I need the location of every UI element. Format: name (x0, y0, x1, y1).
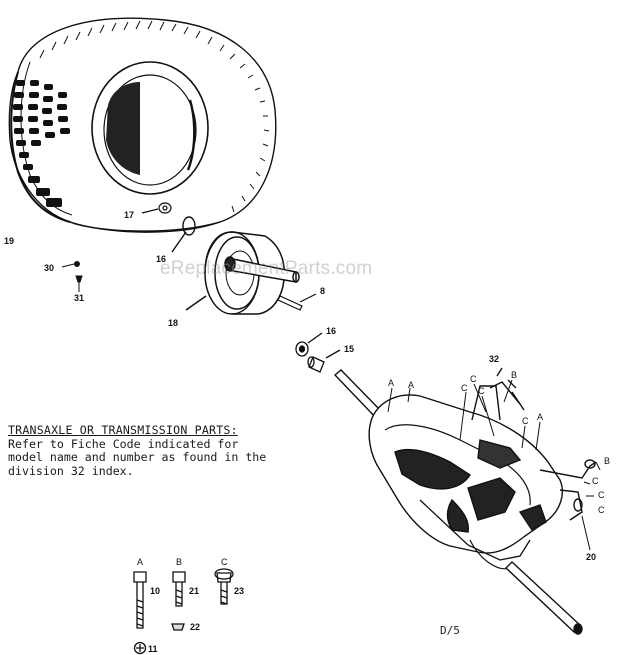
callout-nut-a: 11 (148, 644, 158, 654)
ref-letter-c-2: C (470, 374, 477, 384)
hardware-bolt-a (133, 571, 147, 655)
callout-tire: 19 (4, 236, 14, 246)
callout-rim: 18 (168, 318, 178, 328)
washer-part (295, 332, 323, 357)
callout-bolt-b: 21 (189, 586, 199, 596)
ref-letter-c-7: C (598, 505, 605, 515)
ref-letter-a-1: A (388, 378, 394, 388)
screw-part (61, 261, 83, 292)
o-ring-part (171, 216, 196, 253)
transaxle-assembly (333, 367, 597, 635)
ref-letter-c-4: C (522, 416, 529, 426)
note-line: Refer to Fiche Code indicated for (8, 436, 239, 451)
callout-o-ring: 16 (156, 254, 166, 264)
ref-letter-c-1: C (461, 383, 468, 393)
page-code: D/5 (440, 624, 460, 637)
callout-screw: 30 (44, 263, 54, 273)
wheel-rim (185, 231, 300, 315)
callout-screw-nut: 31 (74, 293, 84, 303)
hardware-letter-c: C (221, 557, 228, 567)
watermark: eReplacementParts.com (160, 258, 373, 279)
callout-spacer: 15 (344, 344, 354, 354)
hardware-letter-a: A (137, 557, 143, 567)
callout-bolt-c: 23 (234, 586, 244, 596)
callout-bolt-a: 10 (150, 586, 160, 596)
note-line: model name and number as found in the (8, 450, 267, 464)
callout-bracket-bolt: 32 (489, 354, 499, 364)
spacer-part (307, 349, 341, 373)
hardware-letter-b: B (176, 557, 182, 567)
hardware-bolt-c (214, 568, 234, 605)
ref-letter-c-5: C (592, 476, 599, 486)
note-line: division 32 index. (8, 463, 134, 478)
ref-letter-b-1: B (511, 370, 517, 380)
reference-leaders (387, 379, 601, 551)
key-part (277, 293, 317, 311)
ref-letter-c-6: C (598, 490, 605, 500)
note-title: TRANSAXLE OR TRANSMISSION PARTS: (8, 423, 238, 437)
tire (8, 17, 277, 233)
callout-nut-b: 22 (190, 622, 200, 632)
tire-top-tread (39, 20, 270, 213)
callout-washer: 16 (326, 326, 336, 336)
tire-tread-pattern (13, 80, 70, 207)
ref-letter-a-3: A (537, 412, 543, 422)
ref-letter-a-2: A (408, 380, 414, 390)
ref-letter-b-2: B (604, 456, 610, 466)
transaxle-note: TRANSAXLE OR TRANSMISSION PARTS: Refer t… (8, 423, 338, 478)
hardware-bolt-b (171, 571, 186, 631)
callout-linkage: 20 (586, 552, 596, 562)
ref-letter-c-3: C (478, 386, 485, 396)
callout-key: 8 (320, 286, 325, 296)
callout-valve-cap: 17 (124, 210, 134, 220)
valve-cap-part (141, 202, 172, 214)
